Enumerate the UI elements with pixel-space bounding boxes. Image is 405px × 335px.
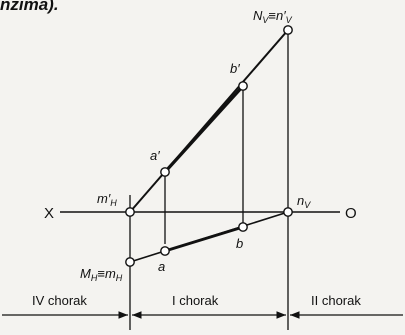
- label-b-top: b′: [230, 61, 240, 76]
- point-b-low: [238, 222, 248, 232]
- point-m-low: [125, 257, 135, 267]
- point-m-top: [125, 207, 135, 217]
- axis-label-o: O: [345, 205, 357, 222]
- segment-a-b-frontal: [163, 84, 245, 174]
- segment-a-b-horizontal: [164, 225, 244, 253]
- quadrant-label-iv: IV chorak: [32, 293, 87, 308]
- point-n-low: [283, 207, 293, 217]
- quadrant-label-ii: II chorak: [311, 293, 361, 308]
- label-n-low: nV: [297, 193, 311, 210]
- point-a-low: [160, 246, 170, 256]
- label-m-low: MH≡mH: [80, 266, 123, 283]
- label-a-low: a: [158, 259, 165, 274]
- label-b-low: b: [236, 236, 243, 251]
- point-b-top: [238, 81, 248, 91]
- quadrant-label-i: I chorak: [172, 293, 219, 308]
- point-a-top: [160, 167, 170, 177]
- header-fragment: nzima).: [0, 0, 59, 14]
- label-n-top: NV≡n′V: [253, 8, 293, 25]
- axis-label-x: X: [44, 205, 54, 222]
- label-a-top: a′: [150, 148, 160, 163]
- frontal-projection-line: [129, 29, 289, 213]
- label-m-top: m′H: [97, 191, 117, 208]
- point-n-top: [283, 25, 293, 35]
